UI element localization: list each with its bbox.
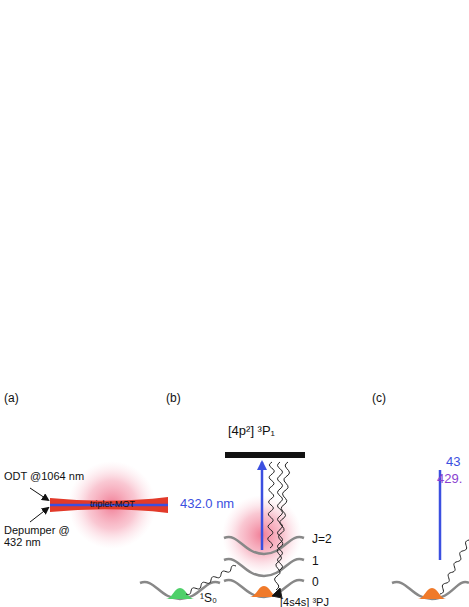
label: (b) xyxy=(166,392,181,405)
label: Depumper @ 432 nm xyxy=(4,524,74,548)
label: 43 xyxy=(446,455,460,469)
label: 0 xyxy=(312,576,319,589)
label: triplet-MOT xyxy=(90,500,135,510)
label: (c) xyxy=(372,392,386,405)
label: [4p²] ³P₁ xyxy=(228,424,275,438)
decay-lines xyxy=(186,462,469,598)
label: 429. xyxy=(437,472,462,486)
leader-line xyxy=(30,488,48,500)
label: [4s4s] ³PJ xyxy=(280,596,329,607)
label: ODT @1064 nm xyxy=(4,470,84,482)
label: ¹S₀ xyxy=(200,592,217,605)
leader-line xyxy=(30,508,48,522)
pump-arrow xyxy=(261,462,264,550)
label: 432.0 nm xyxy=(180,497,234,511)
label: (a) xyxy=(4,392,19,405)
energy-level xyxy=(225,452,305,458)
trap-wells xyxy=(140,537,469,599)
label: J=2 xyxy=(312,533,332,546)
odt-beam xyxy=(50,497,168,513)
label: 1 xyxy=(312,555,319,568)
